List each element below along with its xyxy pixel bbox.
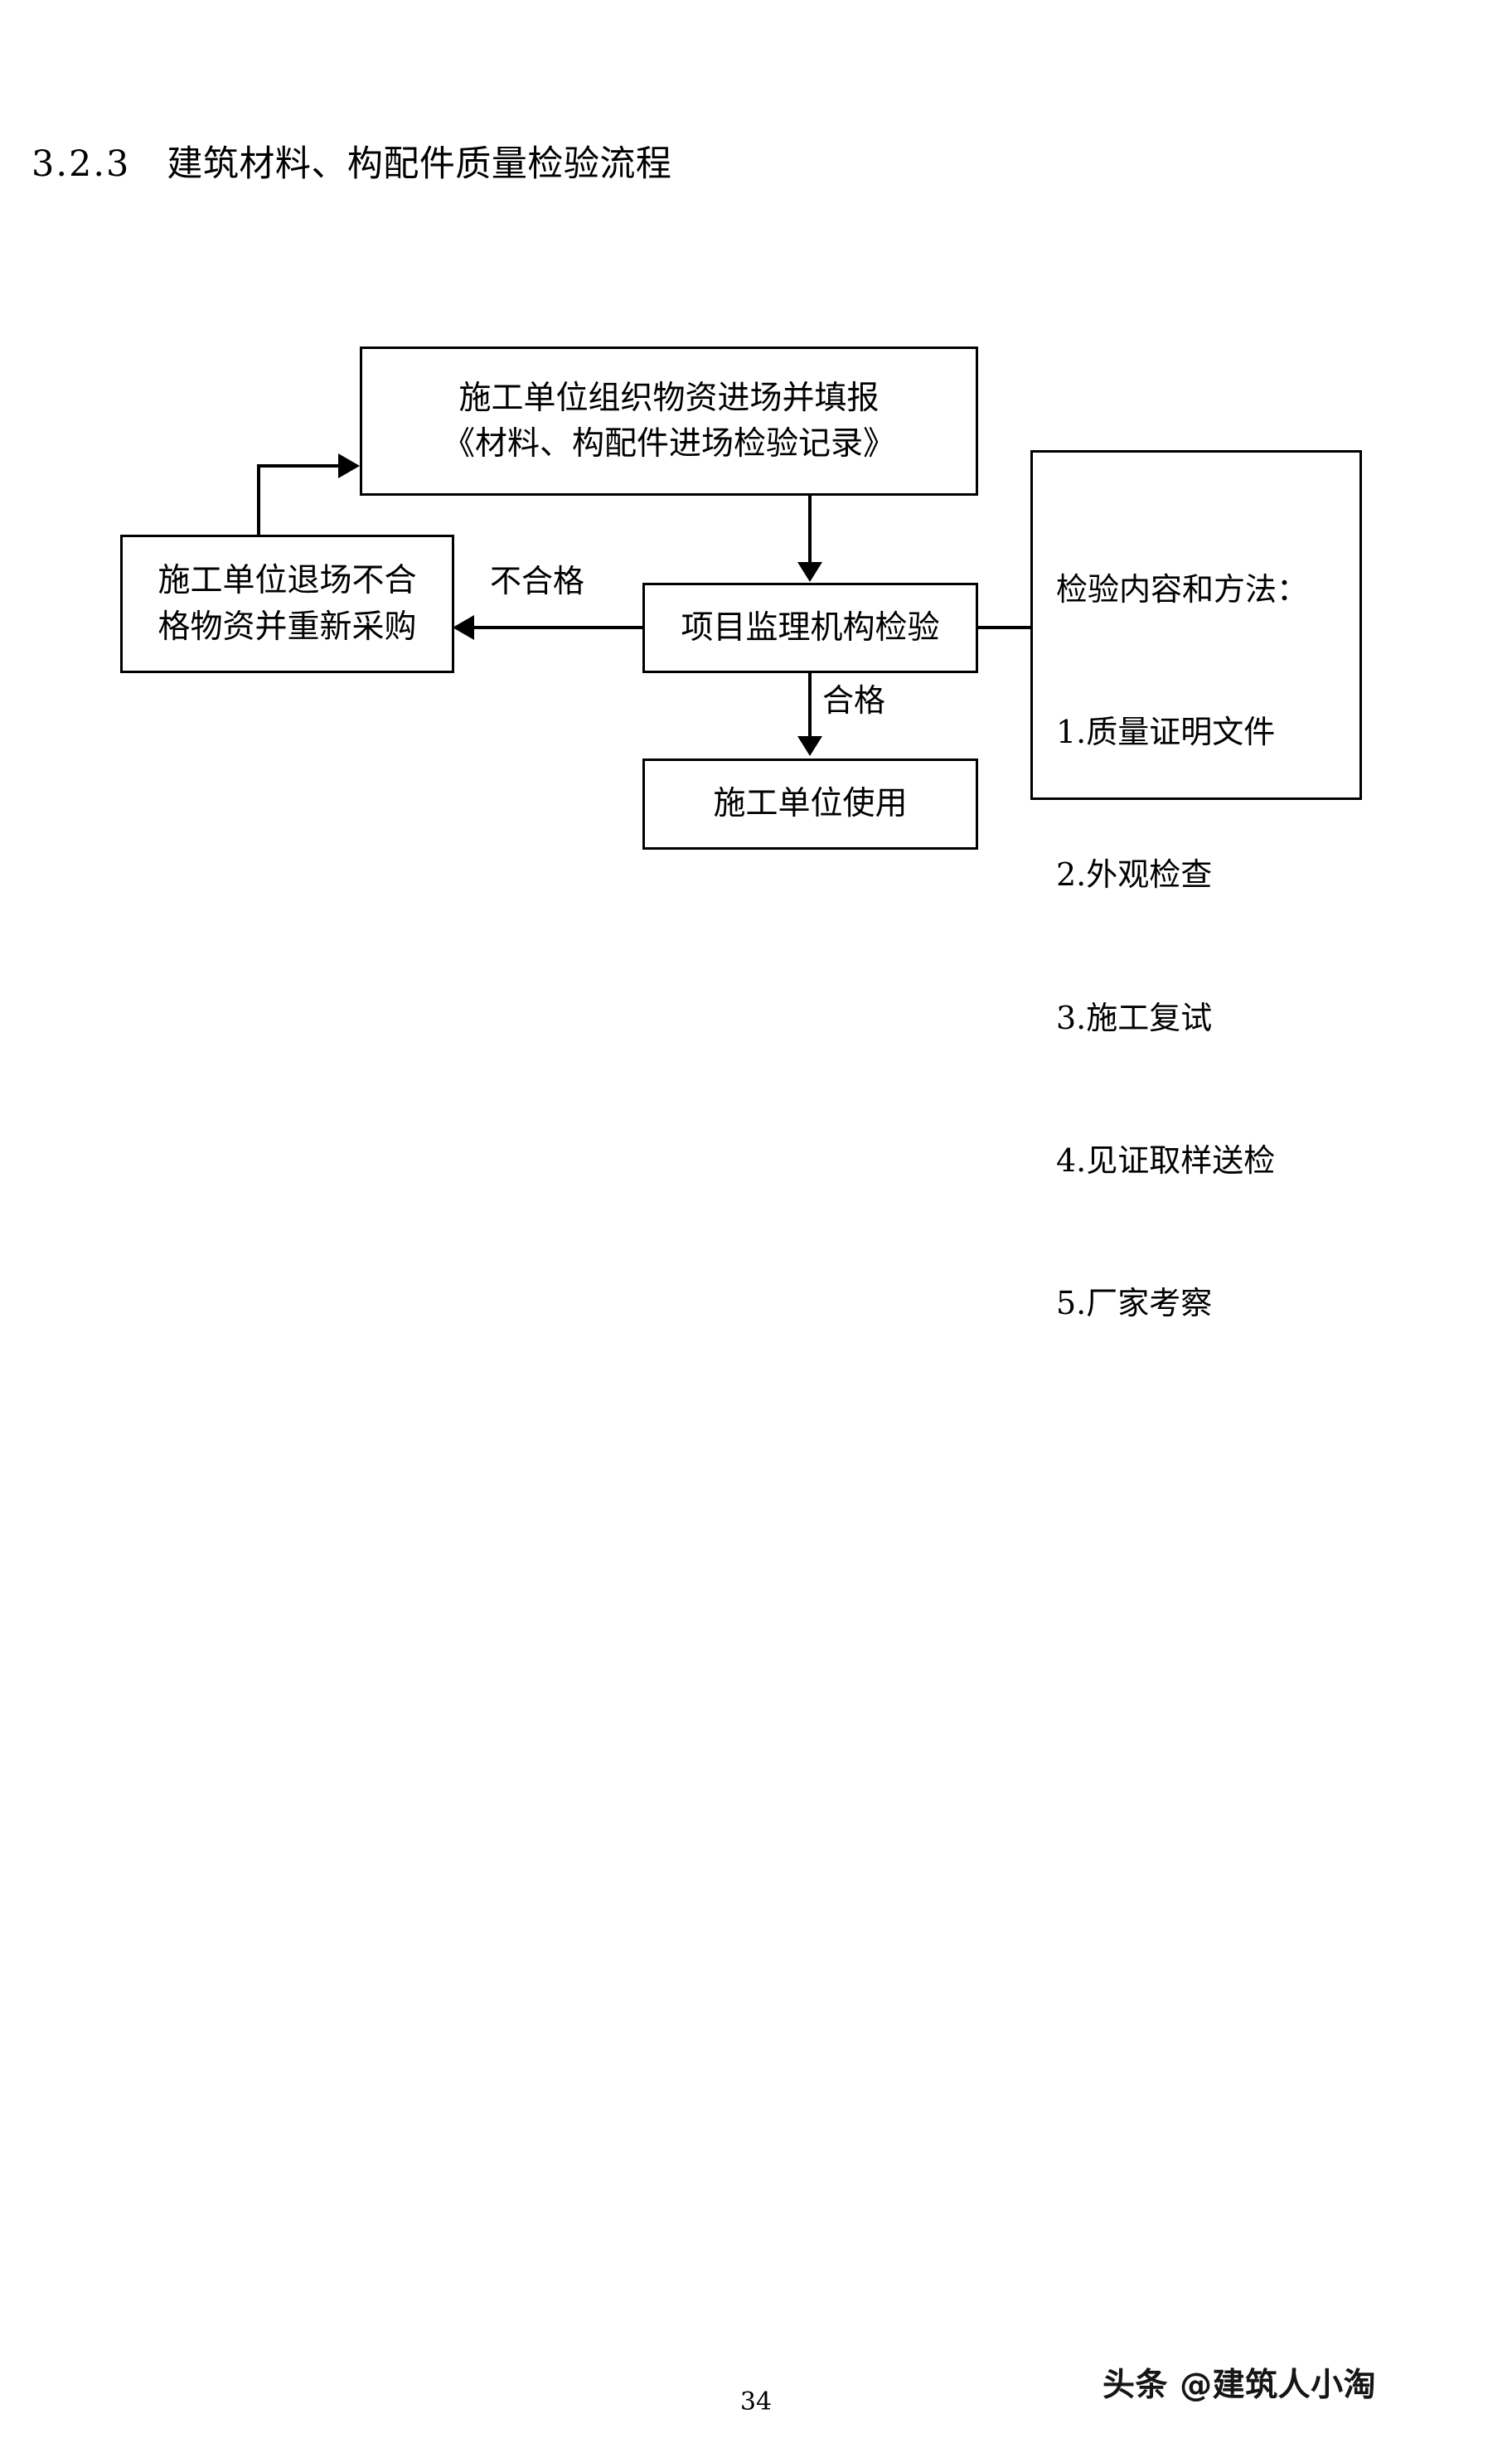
flow-node-methods: 检验内容和方法： 1.质量证明文件 2.外观检查 3.施工复试 4.见证取样送检… [1030,450,1362,1321]
connector-inspect-to-reject [474,626,644,629]
edge-label-pass: 合格 [822,682,886,719]
section-heading: 3.2.3 建筑材料、构配件质量检验流程 [32,143,671,187]
watermark: 头条 @建筑人小淘 [1102,2367,1377,2404]
flow-node-reject-line1: 施工单位退场不合 [158,562,417,600]
arrowhead-into-intake-icon [338,453,360,478]
methods-item-4: 4.见证取样送检 [1056,1141,1276,1179]
methods-title: 检验内容和方法： [1056,570,1309,608]
connector-intake-to-inspect [808,496,812,564]
connector-inspect-to-methods [976,626,1033,629]
flow-node-intake: 施工单位组织物资进场并填报 《材料、构配件进场检验记录》 [360,347,978,496]
methods-item-1: 1.质量证明文件 [1056,714,1276,751]
methods-item-3: 3.施工复试 [1056,999,1213,1036]
flowchart: 不合格 合格 施工单位组织物资进场并填报 《材料、构配件进场检验记录》 施工单位… [0,0,1512,1321]
edge-label-fail: 不合格 [490,563,585,599]
arrowhead-into-inspect-icon [797,562,822,582]
page-number: 34 [739,2387,773,2416]
flow-node-use-label: 施工单位使用 [713,785,908,823]
section-title: 建筑材料、构配件质量检验流程 [167,143,672,185]
methods-item-5: 5.厂家考察 [1056,1285,1213,1322]
flow-node-inspect-label: 项目监理机构检验 [681,608,940,647]
flow-node-intake-line1: 施工单位组织物资进场并填报 [458,379,880,417]
flow-node-inspect: 项目监理机构检验 [642,583,978,673]
flow-node-reject: 施工单位退场不合 格物资并重新采购 [120,535,454,673]
arrowhead-into-reject-icon [453,615,474,640]
flow-node-intake-line2: 《材料、构配件进场检验记录》 [442,425,895,463]
flow-node-use: 施工单位使用 [642,759,978,850]
arrowhead-into-use-icon [797,736,822,756]
methods-item-2: 2.外观检查 [1056,856,1213,894]
connector-reject-to-intake-vertical [257,464,260,536]
section-number: 3.2.3 [32,143,131,185]
flow-node-reject-line2: 格物资并重新采购 [158,608,417,646]
connector-inspect-to-use [808,673,812,738]
connector-reject-to-intake-horizontal [257,464,340,468]
